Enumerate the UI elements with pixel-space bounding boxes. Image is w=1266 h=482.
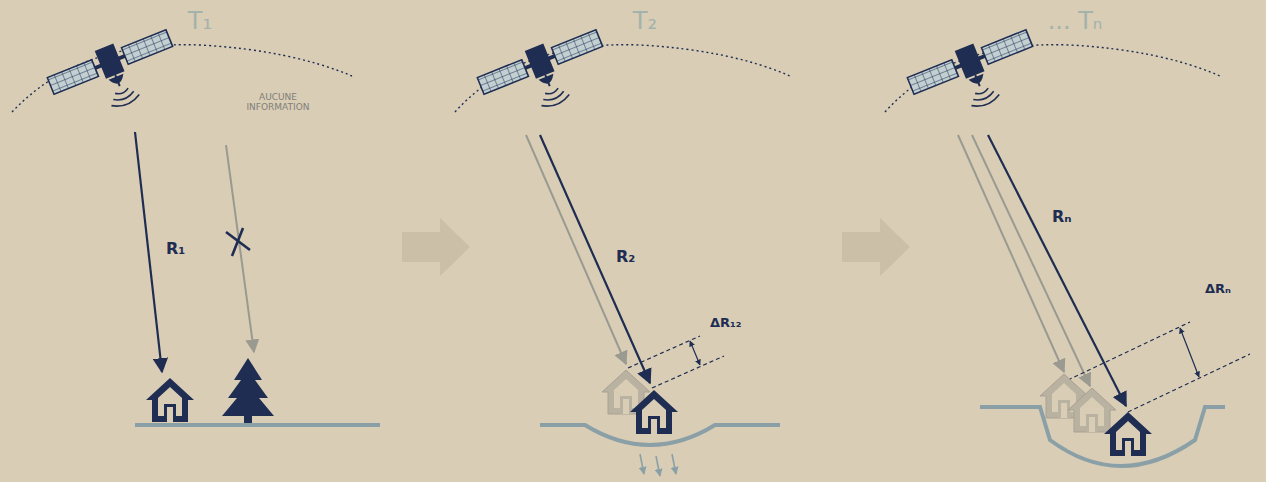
time-label: T₁	[188, 8, 212, 36]
radar-ray	[226, 145, 254, 352]
house-icon	[630, 390, 678, 434]
radar-ray	[540, 135, 650, 383]
house-icon	[1104, 412, 1152, 456]
cross-mark	[226, 228, 250, 256]
range-label: R₁	[166, 240, 185, 258]
range-difference-label: ΔRₙ	[1205, 282, 1231, 297]
house-icon-previous	[1068, 388, 1116, 432]
note-label: AUCUNE INFORMATION	[238, 92, 318, 113]
time-label: T₂	[633, 8, 657, 36]
satellite-icon	[905, 23, 1047, 128]
satellite-icon	[475, 23, 617, 128]
house-icon	[146, 378, 194, 422]
satellite-icon	[45, 23, 187, 128]
radar-ray	[972, 135, 1090, 386]
dimension-arrow	[690, 341, 700, 365]
range-difference-label: ΔR₁₂	[710, 316, 741, 331]
subsidence-arrows	[640, 454, 676, 476]
radar-ray	[526, 135, 626, 364]
time-label: ... Tₙ	[1048, 8, 1103, 36]
range-label: Rₙ	[1052, 208, 1072, 226]
step-arrow	[402, 218, 470, 276]
tree-icon	[222, 358, 274, 423]
dimension-arrow	[1180, 328, 1199, 377]
radar-ray	[988, 135, 1126, 406]
step-arrow	[842, 218, 910, 276]
range-label: R₂	[616, 248, 635, 266]
ground-line	[135, 423, 380, 427]
range-offset-guide	[628, 336, 724, 388]
radar-ray	[135, 132, 162, 372]
